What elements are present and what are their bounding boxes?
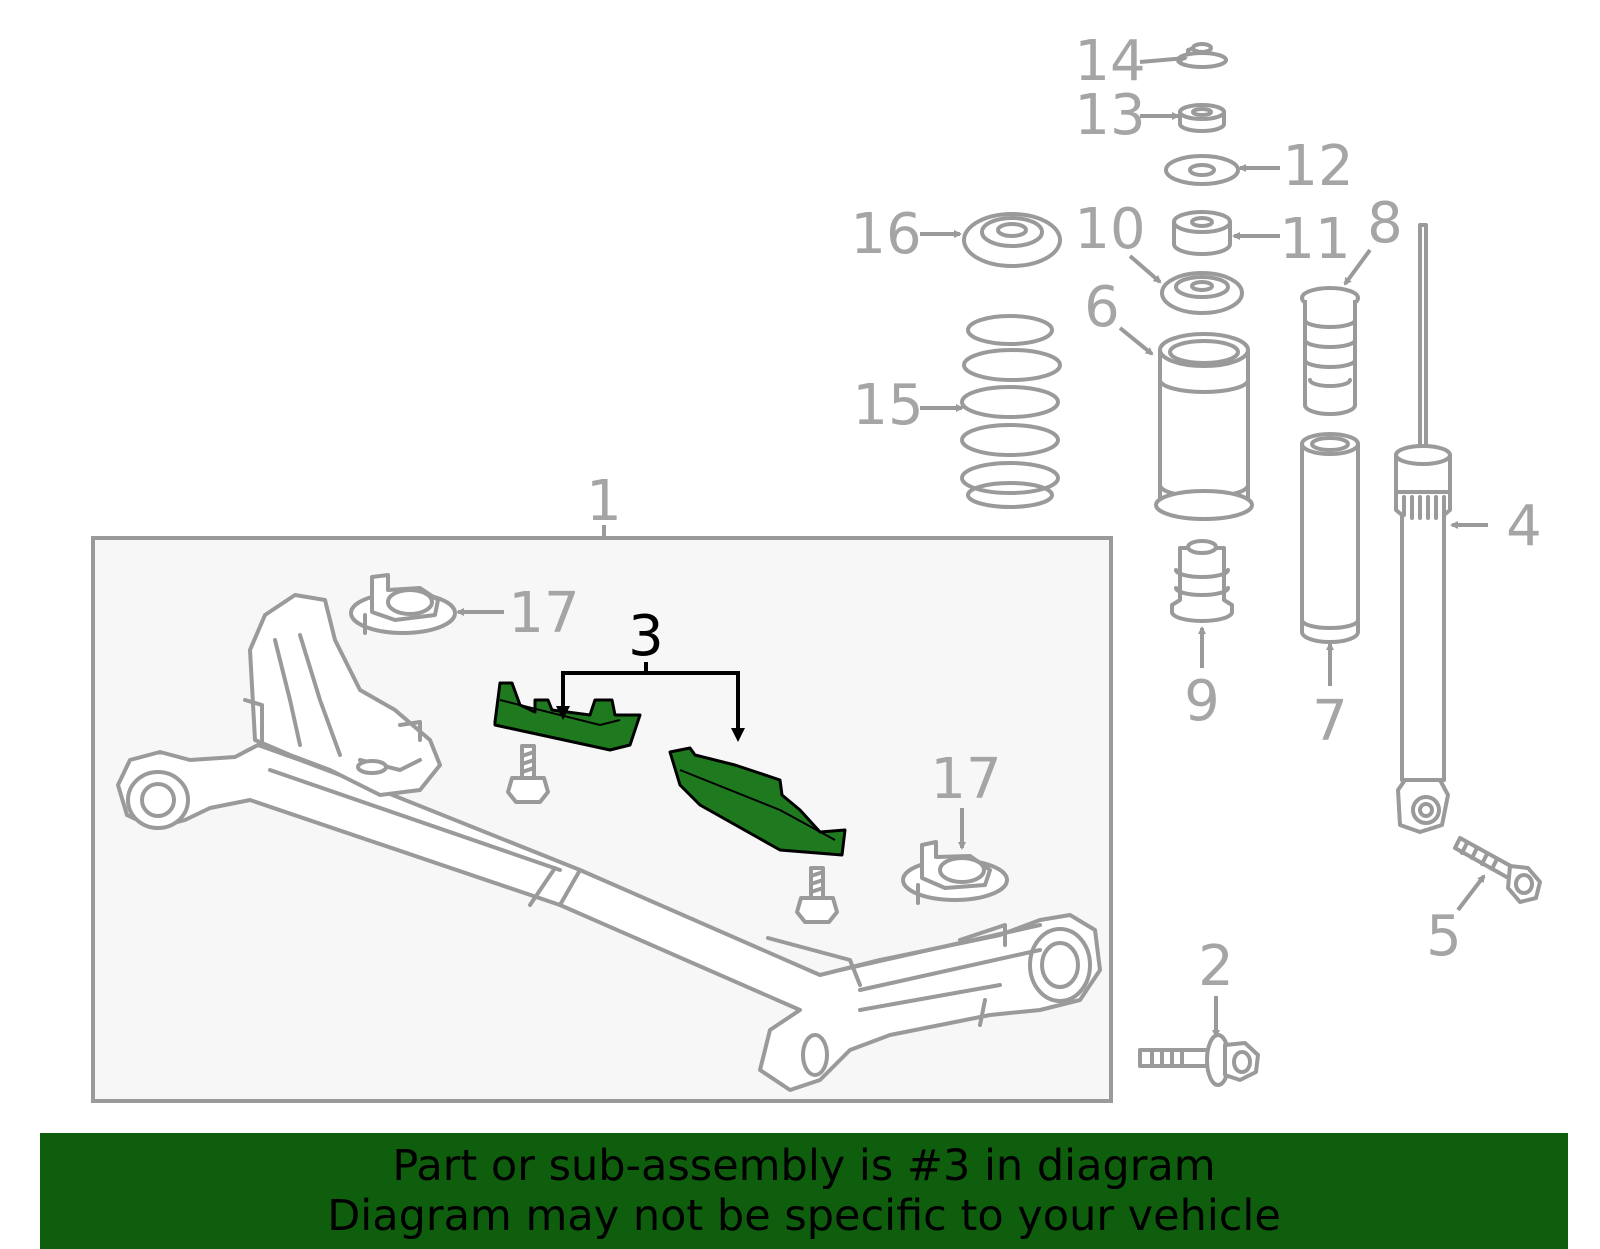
washer-13 (1178, 103, 1226, 133)
callout-13: 13 (1074, 83, 1145, 148)
bump-stop-9 (1170, 539, 1234, 623)
callout-3: 3 (628, 604, 664, 669)
dust-cover-6 (1154, 332, 1254, 521)
banner-line-2: Diagram may not be specific to your vehi… (327, 1191, 1281, 1241)
callout-7: 7 (1312, 689, 1348, 754)
callout-1: 1 (586, 469, 622, 534)
bolt-2 (1138, 1033, 1260, 1087)
highlighted-bracket-right (668, 746, 847, 857)
callout-8: 8 (1367, 191, 1403, 256)
callout-17-lower: 17 (930, 747, 1001, 812)
callout-17-upper: 17 (508, 581, 579, 646)
rear-axle-beam (116, 593, 1102, 1092)
washer-12 (1164, 154, 1240, 186)
spring-seat-upper (349, 573, 457, 635)
bushing-11 (1172, 210, 1232, 256)
callout-2: 2 (1198, 934, 1234, 999)
spring-seat-lower (901, 840, 1009, 905)
bump-stop-8 (1300, 286, 1360, 416)
coil-spring (960, 314, 1062, 509)
callout-6: 6 (1084, 275, 1120, 340)
dust-cover-7 (1300, 432, 1360, 644)
axle-bolt-right (795, 866, 839, 924)
callout-16: 16 (850, 202, 921, 267)
callout-4: 4 (1506, 494, 1542, 559)
axle-bolt-left (506, 744, 550, 804)
callout-11: 11 (1279, 207, 1350, 272)
callout-9: 9 (1184, 669, 1220, 734)
info-banner: Part or sub-assembly is #3 in diagram Di… (40, 1133, 1568, 1249)
callout-12: 12 (1282, 134, 1353, 199)
bolt-5 (1453, 836, 1542, 904)
callout-10: 10 (1074, 197, 1145, 262)
nut-14 (1176, 42, 1228, 69)
mount-10 (1160, 271, 1244, 315)
banner-line-1: Part or sub-assembly is #3 in diagram (392, 1141, 1216, 1191)
callout-14: 14 (1074, 29, 1145, 94)
callout-5: 5 (1426, 904, 1462, 969)
spring-upper-mount (962, 212, 1062, 268)
callout-15: 15 (852, 373, 923, 438)
shock-absorber-4 (1394, 223, 1452, 834)
